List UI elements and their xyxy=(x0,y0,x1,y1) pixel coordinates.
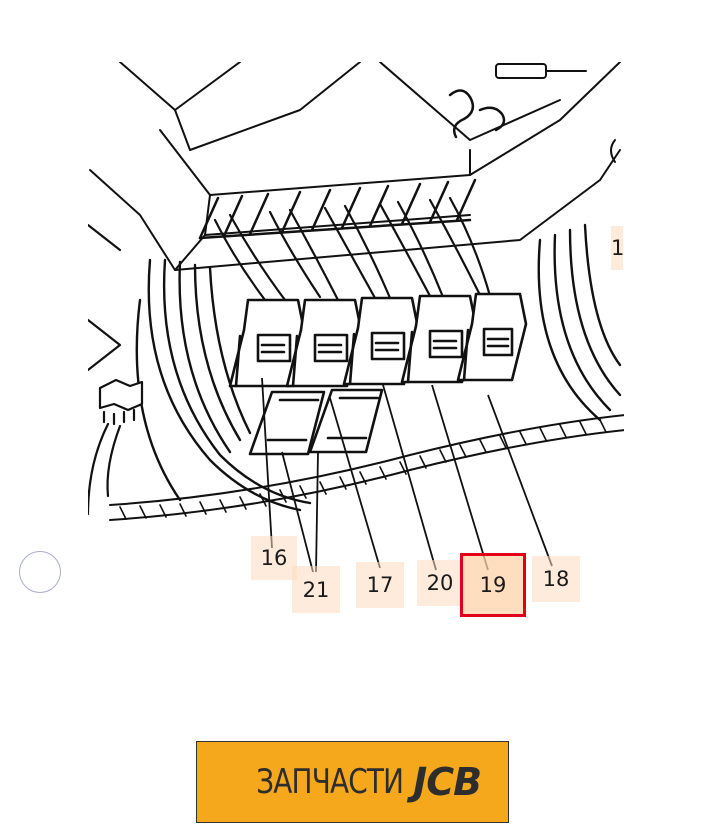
fuse-17 xyxy=(285,298,363,388)
fuse-row-upper xyxy=(228,292,528,388)
banner-text: ЗАПЧАСТИ xyxy=(256,762,404,802)
braided-sleeve xyxy=(109,414,624,521)
radio-button-icon[interactable] xyxy=(19,551,61,593)
parts-banner[interactable]: ЗАПЧАСТИ JCB xyxy=(196,741,509,823)
callout-19[interactable]: 19 xyxy=(460,553,526,617)
fuse-20 xyxy=(342,296,420,386)
callout-20[interactable]: 20 xyxy=(417,560,463,606)
fuse-row-lower xyxy=(248,388,384,456)
fuse-19 xyxy=(400,294,478,384)
connector-plug-left xyxy=(88,378,144,516)
wire-harness-right xyxy=(537,223,622,422)
callout-17[interactable]: 17 xyxy=(356,562,404,608)
wire-loops xyxy=(213,196,492,302)
fuse-16 xyxy=(228,298,306,388)
housing-top xyxy=(89,62,621,271)
callout-18[interactable]: 18 xyxy=(532,556,580,602)
wire-harness-left xyxy=(135,258,312,512)
callout-16[interactable]: 16 xyxy=(251,536,297,580)
callout-edge-1[interactable]: 1 xyxy=(611,226,623,270)
fuse-18 xyxy=(456,292,528,382)
leader-lines xyxy=(261,377,553,573)
callout-21[interactable]: 21 xyxy=(292,566,340,613)
jcb-logo: JCB xyxy=(413,760,482,804)
left-bracket xyxy=(88,223,122,372)
